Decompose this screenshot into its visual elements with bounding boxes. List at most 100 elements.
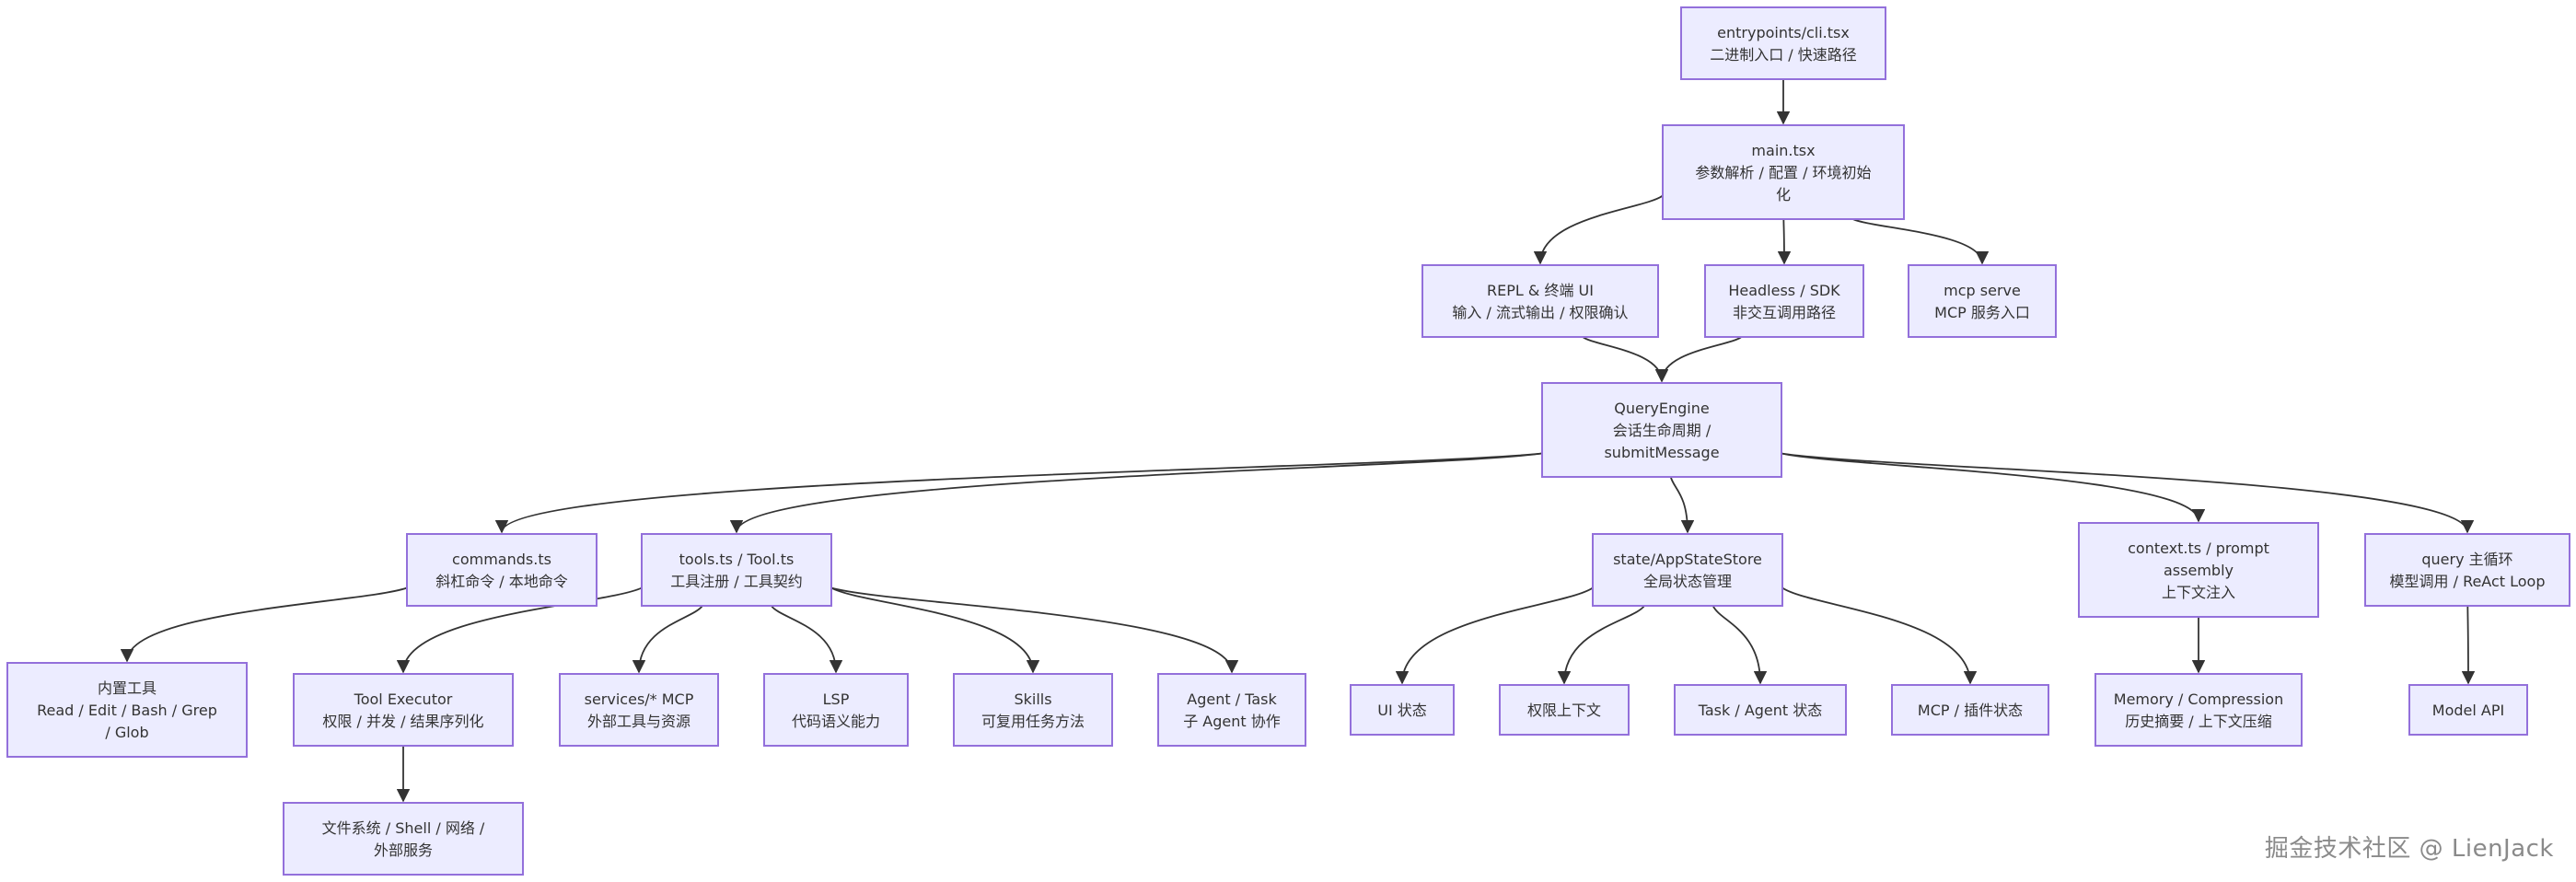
node-headless: Headless / SDK 非交互调用路径 — [1704, 264, 1864, 338]
edge-commands-to-builtin — [120, 586, 408, 663]
edge-query-to-state — [1669, 476, 1695, 534]
edge-tools-to-executor — [396, 586, 643, 674]
node-commands-line-1: 斜杠命令 / 本地命令 — [435, 573, 568, 590]
node-skills-box — [953, 673, 1113, 747]
node-taskstate-line-0: Task / Agent 状态 — [1698, 702, 1823, 719]
node-builtin-box — [6, 662, 248, 758]
node-context: context.ts / prompt assembly 上下文注入 — [2078, 522, 2319, 618]
node-tools-box — [641, 533, 832, 607]
edge-state-to-mcpstate — [1781, 586, 1978, 685]
node-memory-line-1: 历史摘要 / 上下文压缩 — [2125, 713, 2272, 730]
node-fs-line-0: 文件系统 / Shell / 网络 / — [322, 819, 485, 837]
node-executor-line-0: Tool Executor — [354, 691, 453, 708]
node-builtin-line-2: / Glob — [105, 724, 148, 741]
edge-state-to-perm — [1557, 605, 1645, 685]
node-tools: tools.ts / Tool.ts 工具注册 / 工具契约 — [641, 533, 832, 607]
node-main-line-2: 化 — [1776, 186, 1791, 203]
edge-state-to-taskstate — [1712, 605, 1768, 685]
node-agent-line-1: 子 Agent 协作 — [1183, 713, 1281, 730]
node-headless-line-0: Headless / SDK — [1728, 282, 1840, 299]
node-query-box — [1541, 382, 1782, 478]
node-skills-line-0: Skills — [1014, 691, 1051, 708]
node-repl: REPL & 终端 UI 输入 / 流式输出 / 权限确认 — [1421, 264, 1659, 338]
node-modelapi-line-0: Model API — [2432, 702, 2504, 719]
node-main-line-1: 参数解析 / 配置 / 环境初始 — [1695, 164, 1871, 181]
node-mcpstate-line-0: MCP / 插件状态 — [1918, 702, 2023, 719]
edge-state-to-uistate — [1395, 586, 1594, 685]
node-query-line-0: QueryEngine — [1614, 400, 1709, 417]
edge-headless-to-query — [1654, 336, 1742, 383]
edge-tools-to-agent — [830, 586, 1239, 674]
node-state: state/AppStateStore 全局状态管理 — [1592, 533, 1783, 607]
edge-tools-to-skills — [830, 586, 1040, 674]
node-context-box — [2078, 522, 2319, 618]
edge-query-to-commands — [495, 452, 1543, 534]
node-fs: 文件系统 / Shell / 网络 /外部服务 — [283, 802, 524, 876]
edge-main-to-mcpserve — [1852, 218, 1990, 265]
node-builtin-line-1: Read / Edit / Bash / Grep — [37, 702, 217, 719]
node-loop-line-0: query 主循环 — [2421, 551, 2512, 568]
node-uistate-line-0: UI 状态 — [1377, 702, 1427, 719]
node-loop-box — [2364, 533, 2570, 607]
node-services-box — [559, 673, 719, 747]
node-mcpserve-line-1: MCP 服务入口 — [1934, 304, 2030, 321]
node-mcpstate: MCP / 插件状态 — [1891, 684, 2049, 736]
node-headless-line-1: 非交互调用路径 — [1733, 304, 1836, 321]
node-query-line-1: 会话生命周期 / — [1613, 422, 1712, 439]
node-cli-line-0: entrypoints/cli.tsx — [1717, 24, 1850, 41]
node-context-line-1: assembly — [2164, 562, 2234, 579]
node-tools-line-0: tools.ts / Tool.ts — [679, 551, 795, 568]
node-memory: Memory / Compression 历史摘要 / 上下文压缩 — [2094, 673, 2303, 747]
node-taskstate: Task / Agent 状态 — [1674, 684, 1847, 736]
node-main-box — [1662, 124, 1905, 220]
watermark: 掘金技术社区 @ LienJack — [2264, 835, 2554, 863]
node-builtin-line-0: 内置工具 — [98, 679, 157, 697]
node-repl-box — [1421, 264, 1659, 338]
node-commands-line-0: commands.ts — [452, 551, 551, 568]
node-services-line-0: services/* MCP — [585, 691, 694, 708]
node-state-line-1: 全局状态管理 — [1643, 573, 1732, 590]
node-builtin: 内置工具 Read / Edit / Bash / Grep / Glob — [6, 662, 248, 758]
node-perm-box — [1499, 684, 1630, 736]
node-state-box — [1592, 533, 1783, 607]
node-memory-line-0: Memory / Compression — [2114, 691, 2283, 708]
edges-layer — [120, 78, 2476, 803]
node-uistate: UI 状态 — [1350, 684, 1455, 736]
node-commands: commands.ts 斜杠命令 / 本地命令 — [406, 533, 598, 607]
node-loop-line-1: 模型调用 / ReAct Loop — [2390, 573, 2546, 590]
node-modelapi-box — [2408, 684, 2528, 736]
edge-query-to-context — [1781, 452, 2206, 523]
node-repl-line-0: REPL & 终端 UI — [1487, 282, 1594, 299]
node-modelapi: Model API — [2408, 684, 2528, 736]
node-services-line-1: 外部工具与资源 — [587, 713, 690, 730]
node-lsp-line-0: LSP — [823, 691, 850, 708]
node-commands-box — [406, 533, 598, 607]
node-agent-box — [1157, 673, 1306, 747]
node-executor-box — [293, 673, 514, 747]
edge-query-to-loop — [1781, 452, 2475, 534]
node-context-line-0: context.ts / prompt — [2128, 540, 2269, 557]
edge-main-to-repl — [1533, 194, 1664, 265]
node-mcpstate-box — [1891, 684, 2049, 736]
node-lsp-box — [763, 673, 909, 747]
node-taskstate-box — [1674, 684, 1847, 736]
node-context-line-2: 上下文注入 — [2162, 584, 2235, 601]
node-repl-line-1: 输入 / 流式输出 / 权限确认 — [1452, 304, 1628, 321]
node-mcpserve-line-0: mcp serve — [1944, 282, 2021, 299]
node-memory-box — [2094, 673, 2303, 747]
node-tools-line-1: 工具注册 / 工具契约 — [670, 573, 803, 590]
node-cli-box — [1680, 6, 1886, 80]
node-state-line-0: state/AppStateStore — [1613, 551, 1762, 568]
edge-main-to-headless — [1777, 218, 1792, 265]
node-perm: 权限上下文 — [1499, 684, 1630, 736]
node-perm-line-0: 权限上下文 — [1527, 702, 1601, 719]
